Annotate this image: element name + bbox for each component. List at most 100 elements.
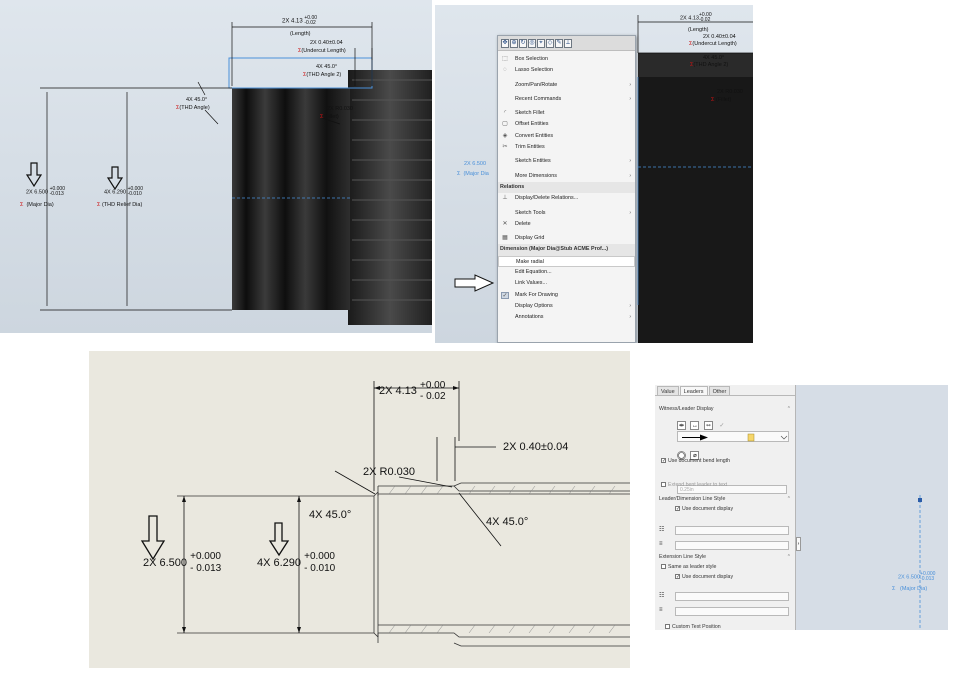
sketch-icon[interactable]: ✎ [555,38,563,48]
inside-arrows-icon[interactable]: ↔ [690,421,700,430]
menu-item-box-selection[interactable]: ⬚Box Selection [498,54,635,65]
menu-item-label: Edit Equation... [515,269,552,276]
fillet-dim-text[interactable]: 2X R0.030 [327,106,353,112]
undercut-dim-text[interactable]: 2X 0.40±0.04 [310,40,343,46]
length-dim-text[interactable]: 2X 4.13+0.00-0.02 [680,13,712,23]
viewport-major-dia-dim[interactable]: 2X 6.500+0.000-0.013 [898,572,935,582]
checkbox-checked[interactable]: ✓ [675,574,681,581]
collapse-panel-handle[interactable]: › [796,537,801,551]
tab-leaders[interactable]: Leaders [679,386,708,395]
zoom-icon[interactable]: ⊕ [510,38,518,48]
use-doc-display-row-1[interactable]: ✓Use document display [655,504,795,514]
ext-line-thickness-select[interactable] [675,607,789,616]
ext-line-style-select[interactable] [675,592,789,601]
same-as-leader-row[interactable]: Same as leader style [655,562,795,572]
checkbox-checked[interactable]: ✓ [675,506,681,513]
menu-item-more-dimensions[interactable]: More Dimensions› [498,171,635,182]
menu-item-display-delete-relations[interactable]: ⊥Display/Delete Relations... [498,193,635,204]
model-view-canvas[interactable] [0,0,432,333]
smart-dimension-icon[interactable]: ⟂ [564,38,572,48]
offset-entities-icon: ▢ [502,121,508,128]
model-top-face [638,53,753,77]
drawing-undercut-dim[interactable]: 2X 0.40±0.04 [503,441,569,453]
cylinder-body[interactable] [232,88,350,310]
tab-value[interactable]: Value [657,386,679,395]
witness-leader-group[interactable]: Witness/Leader Display⌃ [655,404,795,414]
menu-item-sketch-tools[interactable]: Sketch Tools› [498,208,635,219]
thd-angle2-dim-text[interactable]: 4X 45.0° [316,64,338,70]
menu-item-delete[interactable]: ✕Delete [498,219,635,230]
bend-length-field[interactable]: 0.25in [677,485,787,494]
menu-item-display-options[interactable]: Display Options› [498,301,635,312]
relief-dia-dim-text[interactable]: 4X 6.290 +0.000 -0.010 [104,187,143,197]
length-dim-text[interactable]: 2X 4.13 +0.00 -0.02 [282,16,317,26]
pan-icon[interactable]: ✥ [501,38,509,48]
filter-icon[interactable]: ◇ [546,38,554,48]
thd-angle-dim-text[interactable]: 4X 45.0° [186,97,208,103]
menu-item-recent-commands[interactable]: Recent Commands› [498,94,635,105]
upper-tol: +0.000 [127,186,143,192]
menu-item-make-radial[interactable]: Make radial [498,255,635,268]
lower-tol: - 0.013 [190,563,222,574]
custom-text-position-label: Custom Text Position [672,624,721,630]
smart-arrows-icon[interactable]: ⇿ [703,421,713,430]
model-view-canvas-2[interactable] [435,5,753,343]
use-doc-bend-row[interactable]: ✓Use document bend length [655,456,795,466]
menu-item-label: Box Selection [515,56,548,62]
menu-item-sketch-entities[interactable]: Sketch Entities› [498,156,635,167]
menu-item-zoom-pan-rotate[interactable]: Zoom/Pan/Rotate› [498,80,635,91]
menu-item-link-values[interactable]: Link Values... [498,278,635,289]
menu-item-trim-entities[interactable]: ✂Trim Entities [498,142,635,153]
menu-item-label: Convert Entities [515,132,554,139]
drawing-fillet-dim[interactable]: 2X R0.030 [363,466,415,478]
rotate-icon[interactable]: ↻ [519,38,527,48]
sketch-fillet-icon: ◜ [503,110,507,117]
checkbox[interactable] [661,564,666,570]
menu-item-convert-entities[interactable]: ◈Convert Entities [498,131,635,142]
diameter-icon[interactable]: ⌀ [690,451,700,460]
custom-text-position-row[interactable]: Custom Text Position [659,622,721,630]
model-body[interactable] [638,53,753,343]
select-icon[interactable]: ⌖ [537,38,545,48]
menu-item-sketch-fillet[interactable]: ◜Sketch Fillet [498,108,635,119]
checkbox-disabled[interactable] [661,482,666,488]
drawing-length-dim[interactable]: 2X 4.13 +0.00- 0.02 [379,380,446,402]
tab-other[interactable]: Other [708,386,731,395]
drawing-major-dia-dim[interactable]: 2X 6.500 +0.000- 0.013 [143,551,221,575]
menu-item-mark-for-drawing[interactable]: ✓Mark For Drawing [498,290,635,301]
upper-tol: +0.00 [698,12,712,18]
menu-item-offset-entities[interactable]: ▢Offset Entities [498,119,635,130]
drawing-canvas[interactable] [89,351,630,668]
extend-bent-leader-row[interactable]: Extend bent leader to text [655,480,795,490]
menu-item-edit-equation[interactable]: Edit Equation... [498,267,635,278]
menu-item-display-grid[interactable]: ▦Display Grid [498,233,635,244]
fillet-label-row: Σ(Fillet) [320,114,339,120]
menu-item-annotations[interactable]: Annotations› [498,312,635,323]
leader-dim-line-style-group[interactable]: Leader/Dimension Line Style⌃ [655,494,795,504]
line-style-select[interactable] [675,526,789,535]
undercut-dim-text[interactable]: 2X 0.40±0.04 [703,34,736,40]
line-thickness-select[interactable] [675,541,789,550]
extension-line-style-group[interactable]: Extension Line Style⌃ [655,552,795,562]
outside-arrows-icon[interactable]: ⇹ [677,421,686,430]
drawing-relief-dia-dim[interactable]: 4X 6.290 +0.000- 0.010 [257,551,335,575]
check-icon[interactable]: ✓ [719,423,725,429]
arc-icon[interactable]: ◯ [677,451,686,460]
thd-angle2-dim-text[interactable]: 4X 45.0° [703,55,725,61]
arrow-style-select[interactable] [677,431,789,442]
checkbox-checked[interactable]: ✓ [661,458,667,465]
drawing-chamfer-right-dim[interactable]: 4X 45.0° [486,516,529,528]
major-dia-dim-text[interactable]: 2X 6.500 +0.000 -0.013 [26,187,65,197]
relief-dia-label-row: Σ (THD Relief Dia) [97,202,142,208]
drawing-chamfer-left-dim[interactable]: 4X 45.0° [309,509,352,521]
menu-item-lasso-selection[interactable]: ◌Lasso Selection [498,65,635,76]
checkbox[interactable] [665,624,670,630]
use-doc-display-row-2[interactable]: ✓Use document display [655,572,795,582]
sigma-icon: Σ [892,586,896,592]
fillet-dim-text[interactable]: 2X R0.030 [717,89,743,95]
use-doc-display-label: Use document display [682,574,734,580]
view-icon[interactable]: ◎ [528,38,536,48]
major-dia-dim-text[interactable]: 2X 6.500 [464,161,487,167]
sigma-icon: Σ [298,48,302,54]
arc-options: ◯ ⌀ [655,444,795,460]
